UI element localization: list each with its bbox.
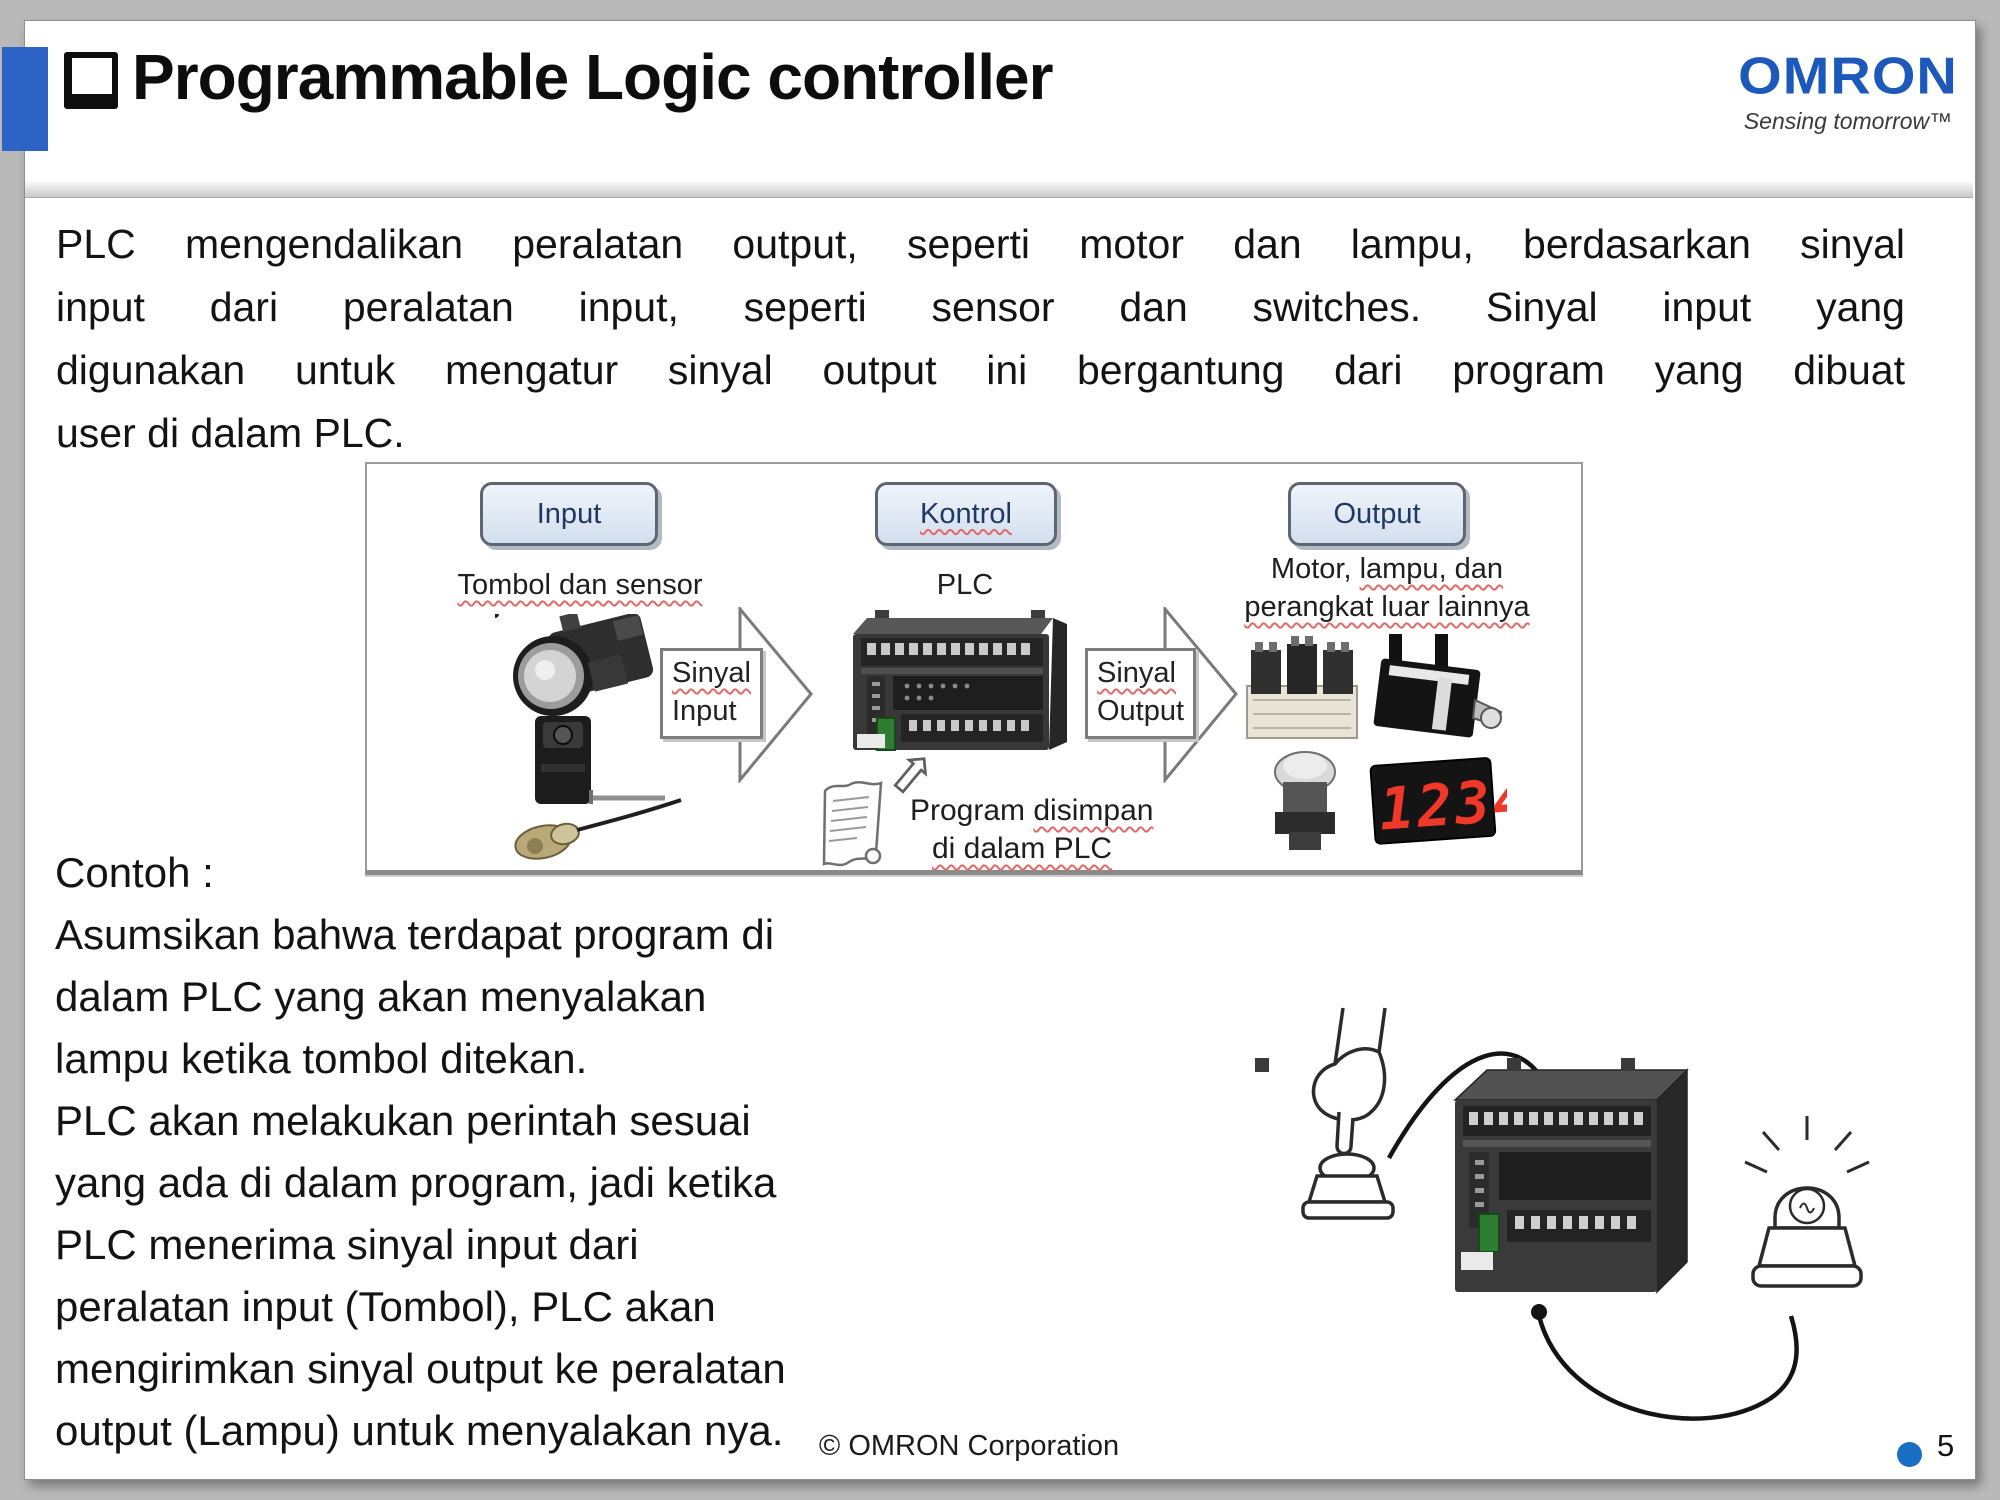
sinyal-input-label: Sinyal Input [660, 648, 763, 739]
pushbutton-small-photo [1274, 751, 1336, 850]
example-text: Contoh : Asumsikan bahwa terdapat progra… [55, 842, 786, 1462]
title-divider [25, 181, 1973, 198]
connector-photo [495, 614, 682, 860]
pushbutton-photo [513, 614, 654, 716]
intro-line: PLC mengendalikan peralatan output, sepe… [56, 221, 1905, 267]
lamp-drawing [1744, 1116, 1870, 1288]
example-line: mengirimkan sinyal output ke peralatan [55, 1345, 786, 1392]
page-number: 5 [1937, 1428, 1955, 1463]
intro-line: input dari peralatan input, seperti sens… [56, 284, 1905, 330]
omron-logo-text: OMRON [1738, 46, 1958, 105]
hand-press-button-drawing [1301, 1007, 1395, 1220]
intro-paragraph: PLC mengendalikan peralatan output, sepe… [56, 213, 1905, 465]
example-line: output (Lampu) untuk menyalakan nya. [55, 1407, 784, 1454]
accent-bar [2, 47, 48, 151]
photoelectric-sensor-photo [535, 716, 665, 804]
stage-box-output-label: Output [1333, 497, 1421, 530]
plc-photo [853, 610, 1067, 751]
plc-flow-diagram: Input Kontrol Output Tombol dan sensor P… [365, 462, 1583, 875]
seven-segment-display-photo: 1234 [1369, 757, 1507, 845]
example-line: PLC menerima sinyal input dari [55, 1221, 639, 1268]
stage-box-input: Input [480, 482, 658, 546]
stage-box-kontrol: Kontrol [875, 482, 1057, 546]
output-devices-photo: 1234 [1246, 634, 1507, 850]
example-line: Asumsikan bahwa terdapat program di [55, 911, 775, 958]
input-devices-photo [495, 614, 682, 860]
example-line: lampu ketika tombol ditekan. [55, 1035, 588, 1082]
output-wire [1531, 1304, 1799, 1421]
relay-block-photo [1246, 636, 1358, 739]
stage-box-kontrol-label: Kontrol [920, 497, 1012, 530]
example-line: PLC akan melakukan perintah sesuai [55, 1097, 751, 1144]
omron-logo: OMRON Sensing tomorrow™ [1730, 46, 1966, 135]
example-heading: Contoh : [55, 849, 214, 896]
stage-box-input-label: Input [536, 497, 602, 530]
svg-text:1234: 1234 [1377, 765, 1507, 843]
sinyal-output-label: Sinyal Output [1085, 648, 1197, 739]
program-scroll-icon [822, 781, 883, 867]
page-number-dot-icon [1897, 1442, 1922, 1467]
program-note-line2: di dalam PLC [931, 832, 1113, 865]
program-note-line1: Program disimpan [910, 794, 1154, 827]
page-title: Programmable Logic controller [132, 41, 1054, 113]
example-line: peralatan input (Tombol), PLC akan [55, 1283, 716, 1330]
intro-line: digunakan untuk mengatur sinyal output i… [56, 347, 1905, 393]
input-devices-label: Tombol dan sensor [457, 569, 703, 601]
example-line: yang ada di dalam program, jadi ketika [55, 1159, 777, 1206]
intro-line: user di dalam PLC. [56, 410, 405, 456]
kontrol-device-label: PLC [936, 569, 994, 601]
stage-box-output: Output [1288, 482, 1466, 546]
output-devices-label: Motor, lampu, dan perangkat luar lainnya [1244, 553, 1530, 623]
example-line: dalam PLC yang akan menyalakan [55, 973, 707, 1020]
plc-drawing [1255, 1058, 1689, 1294]
omron-tagline: Sensing tomorrow™ [1743, 108, 1953, 134]
button-plc-lamp-illustration [1255, 1007, 1870, 1421]
checkbox-bullet-icon [64, 52, 118, 109]
footer-copyright: © OMRON Corporation [818, 1430, 1120, 1462]
servo-motor-photo [1373, 634, 1503, 738]
